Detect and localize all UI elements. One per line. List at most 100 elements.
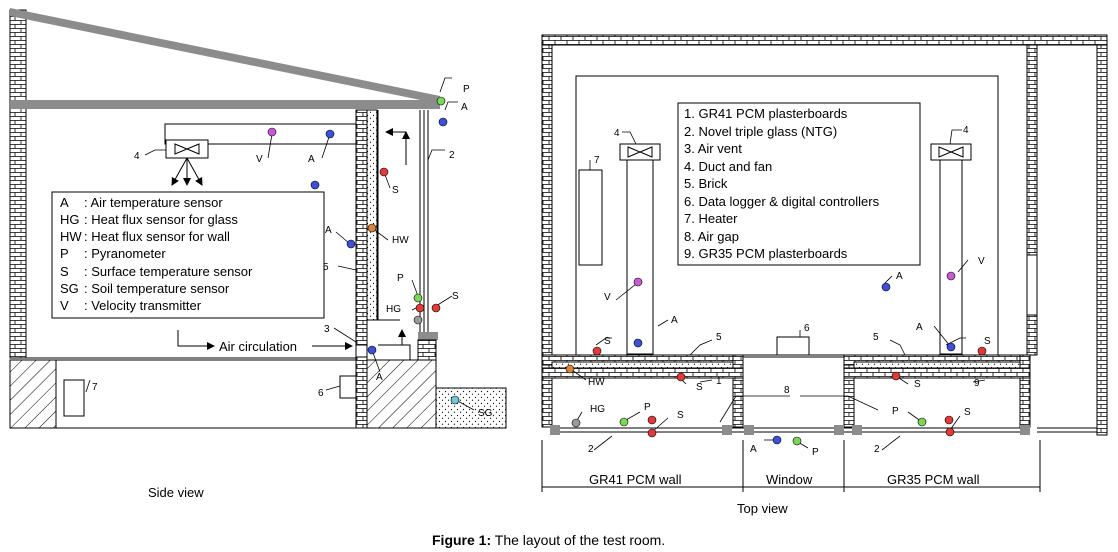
duct — [164, 123, 357, 145]
label-2: 2 — [588, 444, 594, 455]
label-p: P — [892, 406, 899, 417]
legend-key-s: S — [60, 264, 69, 279]
legend-key-a: A — [60, 195, 69, 210]
label-5: 5 — [323, 262, 329, 273]
label-4: 4 — [614, 128, 620, 139]
legend-key-hg: HG — [60, 212, 80, 227]
label-a: A — [376, 372, 383, 383]
top-view: 1. GR41 PCM plasterboards 2. Novel tripl… — [541, 34, 1108, 516]
ground-left — [9, 359, 57, 429]
legend-desc-p: : Pyranometer — [84, 246, 166, 261]
top-view-title: Top view — [737, 501, 788, 516]
legend-key-p: P — [60, 246, 69, 261]
pyranometer-sensor — [619, 417, 629, 427]
component-1: 1. GR41 PCM plasterboards — [684, 106, 848, 121]
label-a: A — [325, 225, 332, 236]
pyranometer-sensor — [413, 293, 423, 303]
label-8: 8 — [784, 385, 790, 396]
top-wall-east — [1096, 44, 1108, 436]
velocity-sensor — [946, 271, 956, 281]
surface-sensor — [415, 303, 425, 313]
duct-right — [939, 157, 963, 355]
caption-text: The layout of the test room. — [491, 532, 665, 548]
brick-pier — [417, 339, 437, 361]
air-sensor — [438, 117, 448, 127]
pyranometer-sensor — [436, 96, 446, 106]
heatflux-wall-sensor — [565, 364, 575, 374]
label-s: S — [914, 379, 921, 390]
component-4: 4. Duct and fan — [684, 159, 772, 174]
velocity-sensor — [633, 277, 643, 287]
label-a: A — [671, 315, 678, 326]
top-wall-north — [541, 34, 1108, 46]
legend-desc-s: : Surface temperature sensor — [84, 264, 253, 279]
label-2: 2 — [449, 150, 455, 161]
dim-window: Window — [766, 472, 813, 487]
label-a: A — [461, 102, 468, 113]
figure-caption: Figure 1: The layout of the test room. — [432, 532, 665, 548]
air-circulation-label: Air circulation — [219, 339, 297, 354]
dim-gr41-wall: GR41 PCM wall — [589, 472, 682, 487]
air-sensor — [310, 180, 320, 190]
heatflux-wall-sensor — [367, 223, 377, 233]
label-a: A — [896, 271, 903, 282]
pyranometer-sensor — [917, 417, 927, 427]
label-4: 4 — [963, 125, 969, 136]
surface-sensor — [891, 371, 901, 381]
legend-desc-v: : Velocity transmitter — [84, 298, 202, 313]
label-s: S — [392, 185, 399, 196]
legend-desc-sg: : Soil temperature sensor — [84, 281, 230, 296]
label-a: A — [916, 322, 923, 333]
label-s: S — [984, 336, 991, 347]
air-sensor — [633, 338, 643, 348]
label-s: S — [677, 410, 684, 421]
surface-sensor — [647, 428, 657, 438]
label-3: 3 — [324, 324, 330, 335]
label-a: A — [750, 444, 757, 455]
label-hw: HW — [392, 235, 409, 246]
velocity-sensor — [267, 127, 277, 137]
label-s: S — [604, 336, 611, 347]
component-5: 5. Brick — [684, 176, 728, 191]
glass-frame-base — [418, 332, 438, 340]
label-6: 6 — [804, 323, 810, 334]
top-wall-divider — [1026, 44, 1038, 356]
sensor-legend-box — [51, 191, 325, 319]
component-2: 2. Novel triple glass (NTG) — [684, 124, 837, 139]
legend-key-v: V — [60, 298, 69, 313]
left-brick-wall — [9, 9, 27, 359]
air-sensor — [772, 435, 782, 445]
duct-left — [626, 157, 654, 355]
component-legend-box — [677, 102, 921, 266]
label-v: V — [978, 256, 985, 267]
heatflux-glass-sensor — [571, 418, 581, 428]
top-wall-west — [541, 44, 553, 356]
heater-side — [63, 379, 85, 417]
label-p: P — [463, 84, 470, 95]
label-hg: HG — [386, 304, 401, 315]
right-brick-wall — [355, 109, 368, 429]
air-sensor — [325, 129, 335, 139]
air-sensor — [346, 239, 356, 249]
label-p: P — [812, 447, 819, 458]
data-logger-top — [776, 336, 810, 356]
data-logger-side — [339, 375, 357, 399]
component-3: 3. Air vent — [684, 141, 742, 156]
label-v: V — [256, 154, 263, 165]
surface-sensor — [944, 415, 954, 425]
label-sg: SG — [478, 408, 493, 419]
label-p: P — [644, 402, 651, 413]
component-8: 8. Air gap — [684, 229, 739, 244]
surface-sensor — [977, 346, 987, 356]
surface-sensor — [945, 427, 955, 437]
air-sensor — [367, 345, 377, 355]
ground-mid — [55, 359, 357, 429]
heatflux-glass-sensor — [413, 315, 423, 325]
legend-key-hw: HW — [60, 229, 82, 244]
roof-slope — [10, 8, 440, 104]
label-4: 4 — [134, 151, 140, 162]
air-vent — [355, 344, 368, 358]
component-7: 7. Heater — [684, 211, 738, 226]
component-9: 9. GR35 PCM plasterboards — [684, 246, 848, 261]
